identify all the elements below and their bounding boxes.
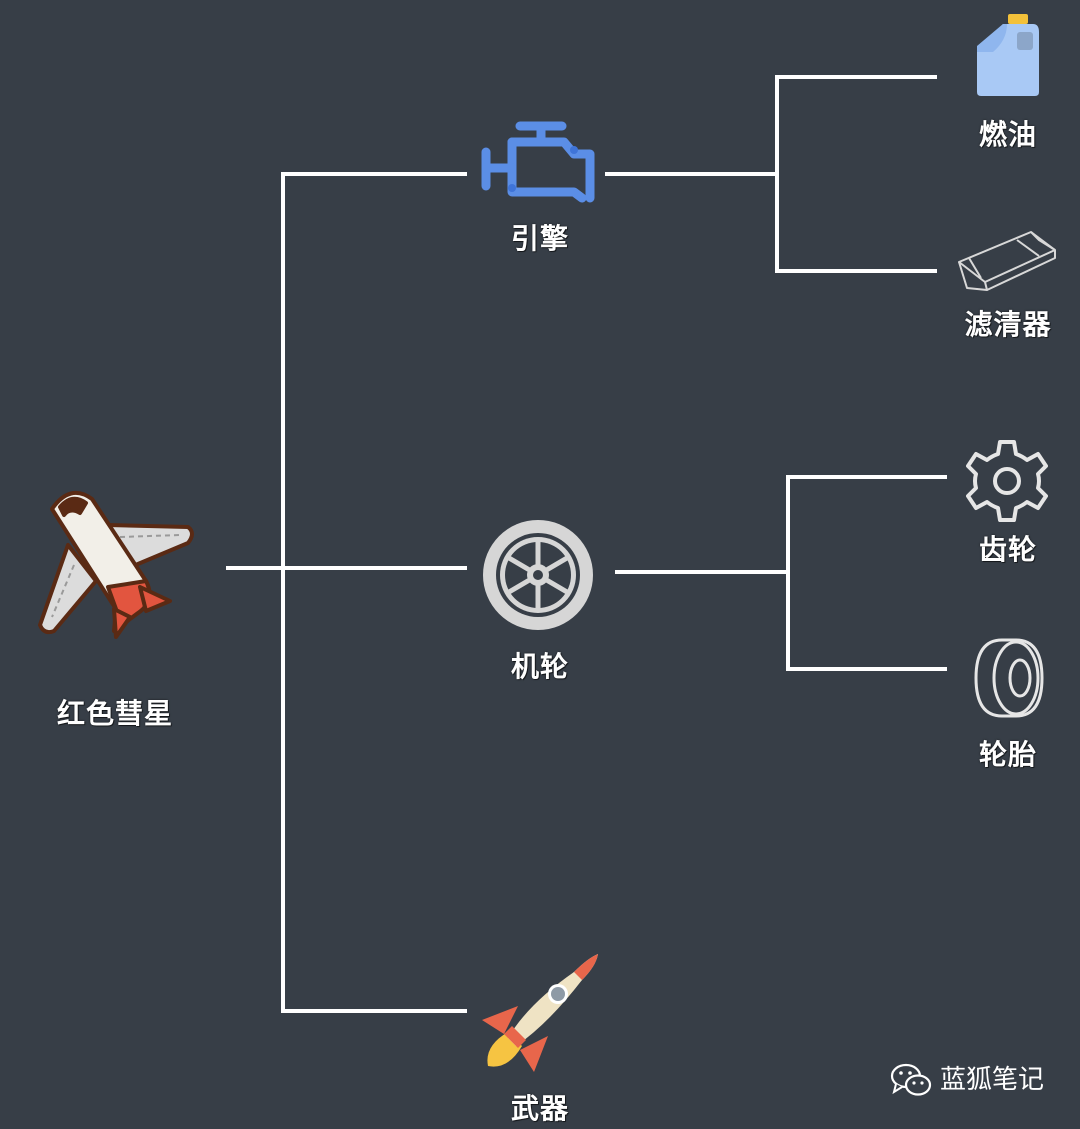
wheel-label: 机轮 [510, 650, 570, 683]
gear-icon [966, 440, 1048, 522]
tire-icon [974, 638, 1044, 718]
fuel-can-icon [977, 14, 1039, 96]
root-label: 红色彗星 [56, 697, 174, 730]
tire-label: 轮胎 [978, 738, 1038, 771]
engine-label: 引擎 [510, 222, 570, 255]
engine-icon [481, 121, 595, 203]
wechat-icon [890, 1063, 932, 1096]
filter-label: 滤清器 [964, 308, 1052, 341]
weapon-label: 武器 [510, 1092, 570, 1125]
wheel-icon [483, 520, 593, 630]
airplane-icon [38, 490, 194, 639]
rocket-icon [482, 954, 598, 1072]
watermark-text: 蓝狐笔记 [939, 1065, 1044, 1095]
gear-label: 齿轮 [978, 533, 1038, 566]
watermark: 蓝狐笔记 [890, 1062, 1044, 1098]
fuel-label: 燃油 [978, 118, 1038, 151]
filter-icon [958, 231, 1056, 291]
